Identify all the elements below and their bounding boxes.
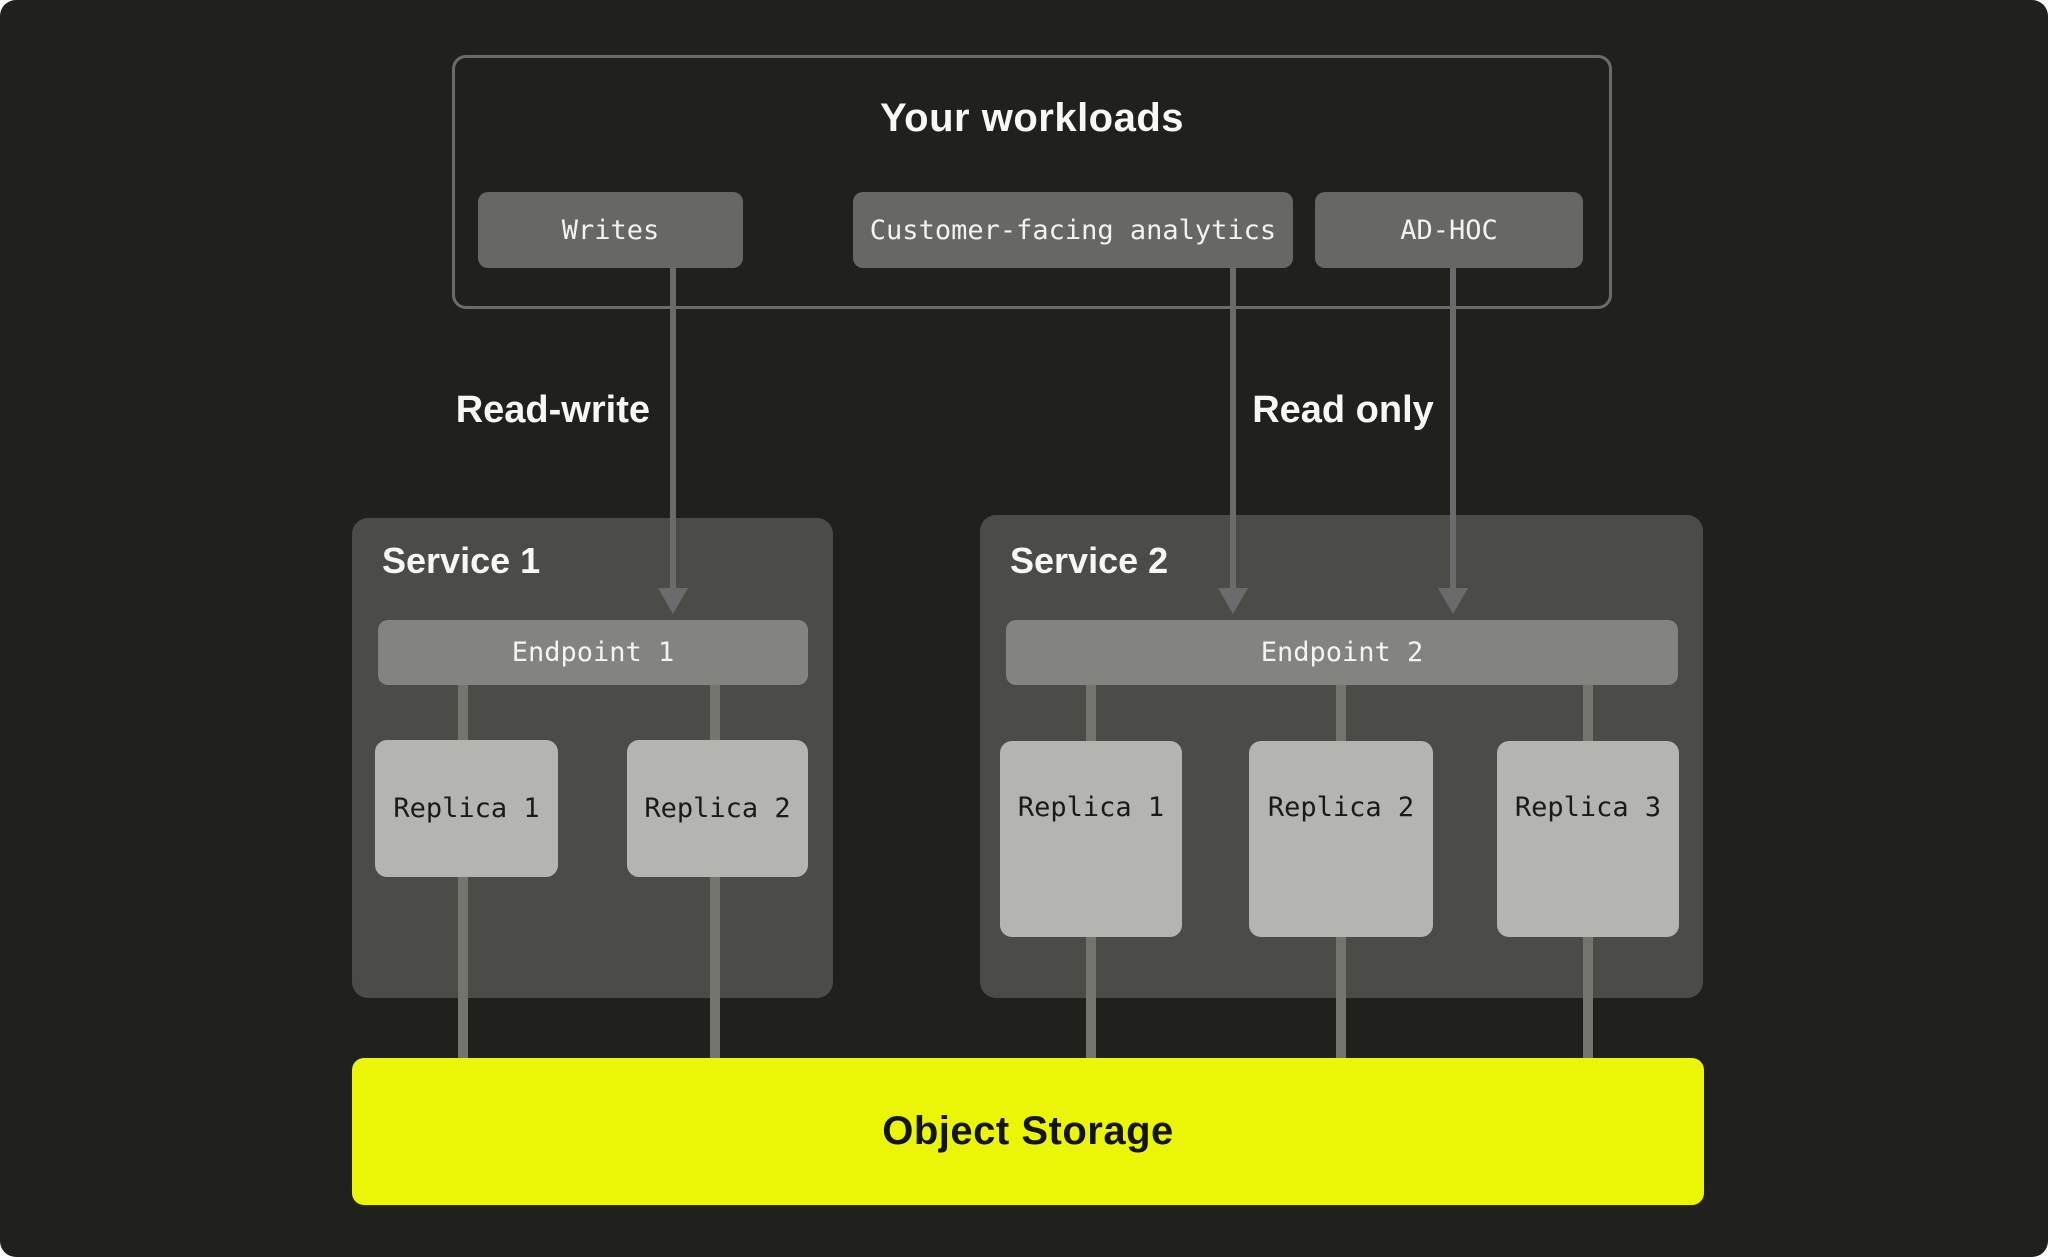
- service-1-title: Service 1: [382, 540, 541, 581]
- arrow-adhoc-to-endpoint2: [1450, 268, 1456, 590]
- workload-chip-label: Writes: [561, 214, 660, 246]
- service-1-replica-2: Replica 2: [627, 740, 808, 877]
- arrowhead-analytics-to-endpoint2-icon: [1218, 588, 1248, 614]
- arrowhead-writes-to-endpoint1-icon: [658, 588, 688, 614]
- flow-label-read-write: Read-write: [455, 389, 650, 431]
- arrow-writes-to-endpoint1: [670, 268, 676, 590]
- object-storage-bar: Object Storage: [352, 1058, 1704, 1205]
- workloads-panel: [452, 55, 1612, 309]
- workload-chip-ad-hoc: AD-HOC: [1315, 192, 1583, 268]
- workloads-title: Your workloads: [879, 96, 1185, 140]
- workload-chip-customer-facing-analytics: Customer-facing analytics: [853, 192, 1293, 268]
- service-2-replica-2: Replica 2: [1249, 741, 1433, 937]
- arrow-analytics-to-endpoint2: [1230, 268, 1236, 590]
- service-2-replica-3: Replica 3: [1497, 741, 1679, 937]
- flow-label-read-only: Read only: [1252, 389, 1434, 431]
- service-2-replica-1: Replica 1: [1000, 741, 1182, 937]
- workload-chip-writes: Writes: [478, 192, 743, 268]
- workload-chip-label: AD-HOC: [1400, 214, 1498, 246]
- endpoint-1: Endpoint 1: [378, 620, 808, 685]
- workload-chip-label: Customer-facing analytics: [869, 214, 1277, 246]
- arrowhead-adhoc-to-endpoint2-icon: [1438, 588, 1468, 614]
- service-2-title: Service 2: [1010, 540, 1169, 581]
- service-1-replica-1: Replica 1: [375, 740, 558, 877]
- endpoint-2: Endpoint 2: [1006, 620, 1678, 685]
